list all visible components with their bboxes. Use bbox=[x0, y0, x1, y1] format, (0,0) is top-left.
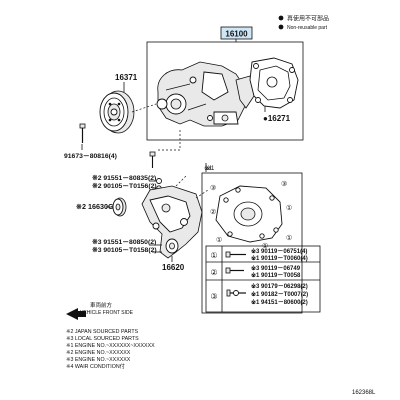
assembly-dash bbox=[131, 103, 157, 113]
front-label-en: VEHICLE FRONT SIDE bbox=[80, 310, 134, 316]
bolt-91673-icon bbox=[79, 123, 86, 143]
inset-mark: ① bbox=[216, 236, 222, 244]
table-code[interactable]: ※1 90119－T0058 bbox=[251, 271, 301, 279]
legend-not-reusable-jp: 再使用不可部品 bbox=[287, 15, 329, 23]
bolt-code-table bbox=[205, 245, 321, 313]
note-line: ※1 ENGINE NO.~XXXXXX~XXXXXX bbox=[66, 343, 155, 349]
ref-mark-1: ※1 bbox=[204, 165, 213, 172]
table-code[interactable]: ※3 90119－06749 bbox=[251, 264, 301, 272]
table-code[interactable]: ※1 90119－T0060(4) bbox=[251, 254, 308, 262]
washer-bolt-icon bbox=[156, 178, 162, 191]
inset-mark: ② bbox=[210, 208, 216, 216]
assembly-dash bbox=[156, 130, 181, 151]
part-16271-label[interactable]: ●16271 bbox=[263, 114, 291, 123]
ref-mark-inset: ※1 bbox=[206, 165, 215, 172]
legend-not-reusable-en: Non-reusable part bbox=[287, 25, 328, 31]
note-line: ※2 ENGINE NO.~XXXXXX bbox=[66, 350, 131, 356]
pump-cover-inset-icon bbox=[215, 185, 283, 243]
bolt-icon bbox=[225, 267, 244, 274]
inset-frame bbox=[201, 172, 303, 314]
note-line: ※4 WAIR CONDITION付 bbox=[66, 362, 126, 370]
tensioner-bracket-icon bbox=[141, 175, 209, 259]
part-16620-label[interactable]: 16620 bbox=[162, 263, 185, 272]
note-line: ※3 LOCAL SOURCED PARTS bbox=[66, 336, 139, 342]
bolt-90105-a-label[interactable]: ※2 90105－T0156(2) bbox=[92, 182, 157, 190]
table-code[interactable]: ※3 90119－06751(4) bbox=[251, 247, 307, 255]
figure-number: 162368L bbox=[352, 390, 376, 396]
bolt-91673-label[interactable]: 91673－80816(4) bbox=[64, 153, 117, 160]
table-row-number: ② bbox=[210, 268, 217, 277]
stud-bolt-icon bbox=[226, 289, 246, 297]
gasket-16271-icon bbox=[249, 57, 299, 109]
inset-mark: ① bbox=[286, 234, 292, 242]
inset-mark: ① bbox=[286, 204, 292, 212]
pulley-16371-icon bbox=[99, 90, 135, 134]
part-16371-label[interactable]: 16371 bbox=[115, 73, 138, 82]
note-line: ※2 JAPAN SOURCED PARTS bbox=[66, 329, 139, 335]
bolt-icon bbox=[225, 251, 246, 258]
front-arrow-icon bbox=[66, 308, 86, 320]
table-code[interactable]: ※1 90182－T0007(2) bbox=[251, 290, 308, 298]
center-bolt-icon bbox=[149, 151, 156, 168]
bolt-91551-b-label[interactable]: ※3 91551－80850(2) bbox=[92, 238, 156, 246]
bolt-91551-a-label[interactable]: ※2 91551－80835(2) bbox=[92, 174, 156, 182]
bolt-90105-b-label[interactable]: ※3 90105－T0158(2) bbox=[92, 246, 157, 254]
water-pump-icon bbox=[156, 61, 255, 127]
front-label-jp: 車両前方 bbox=[90, 301, 113, 309]
table-row-number: ③ bbox=[210, 292, 217, 301]
part-16630g-label[interactable]: ※2 16630G bbox=[76, 202, 114, 211]
legend-dot-icon bbox=[278, 15, 284, 21]
pump-assembly-frame bbox=[146, 41, 304, 141]
inset-mark: ③ bbox=[210, 184, 216, 192]
part-16100-label[interactable]: 16100 bbox=[225, 30, 248, 39]
table-code[interactable]: ※1 94151－80600(2) bbox=[251, 298, 308, 306]
legend-dot-icon bbox=[278, 24, 284, 30]
table-code[interactable]: ※3 90179－06298(2) bbox=[251, 282, 308, 290]
note-line: ※3 ENGINE NO.~XXXXXX bbox=[66, 357, 131, 363]
inset-mark: ③ bbox=[281, 180, 287, 188]
part-16100-highlight[interactable] bbox=[220, 26, 253, 40]
idler-pulley-icon bbox=[112, 197, 127, 217]
table-row-number: ① bbox=[210, 251, 217, 260]
